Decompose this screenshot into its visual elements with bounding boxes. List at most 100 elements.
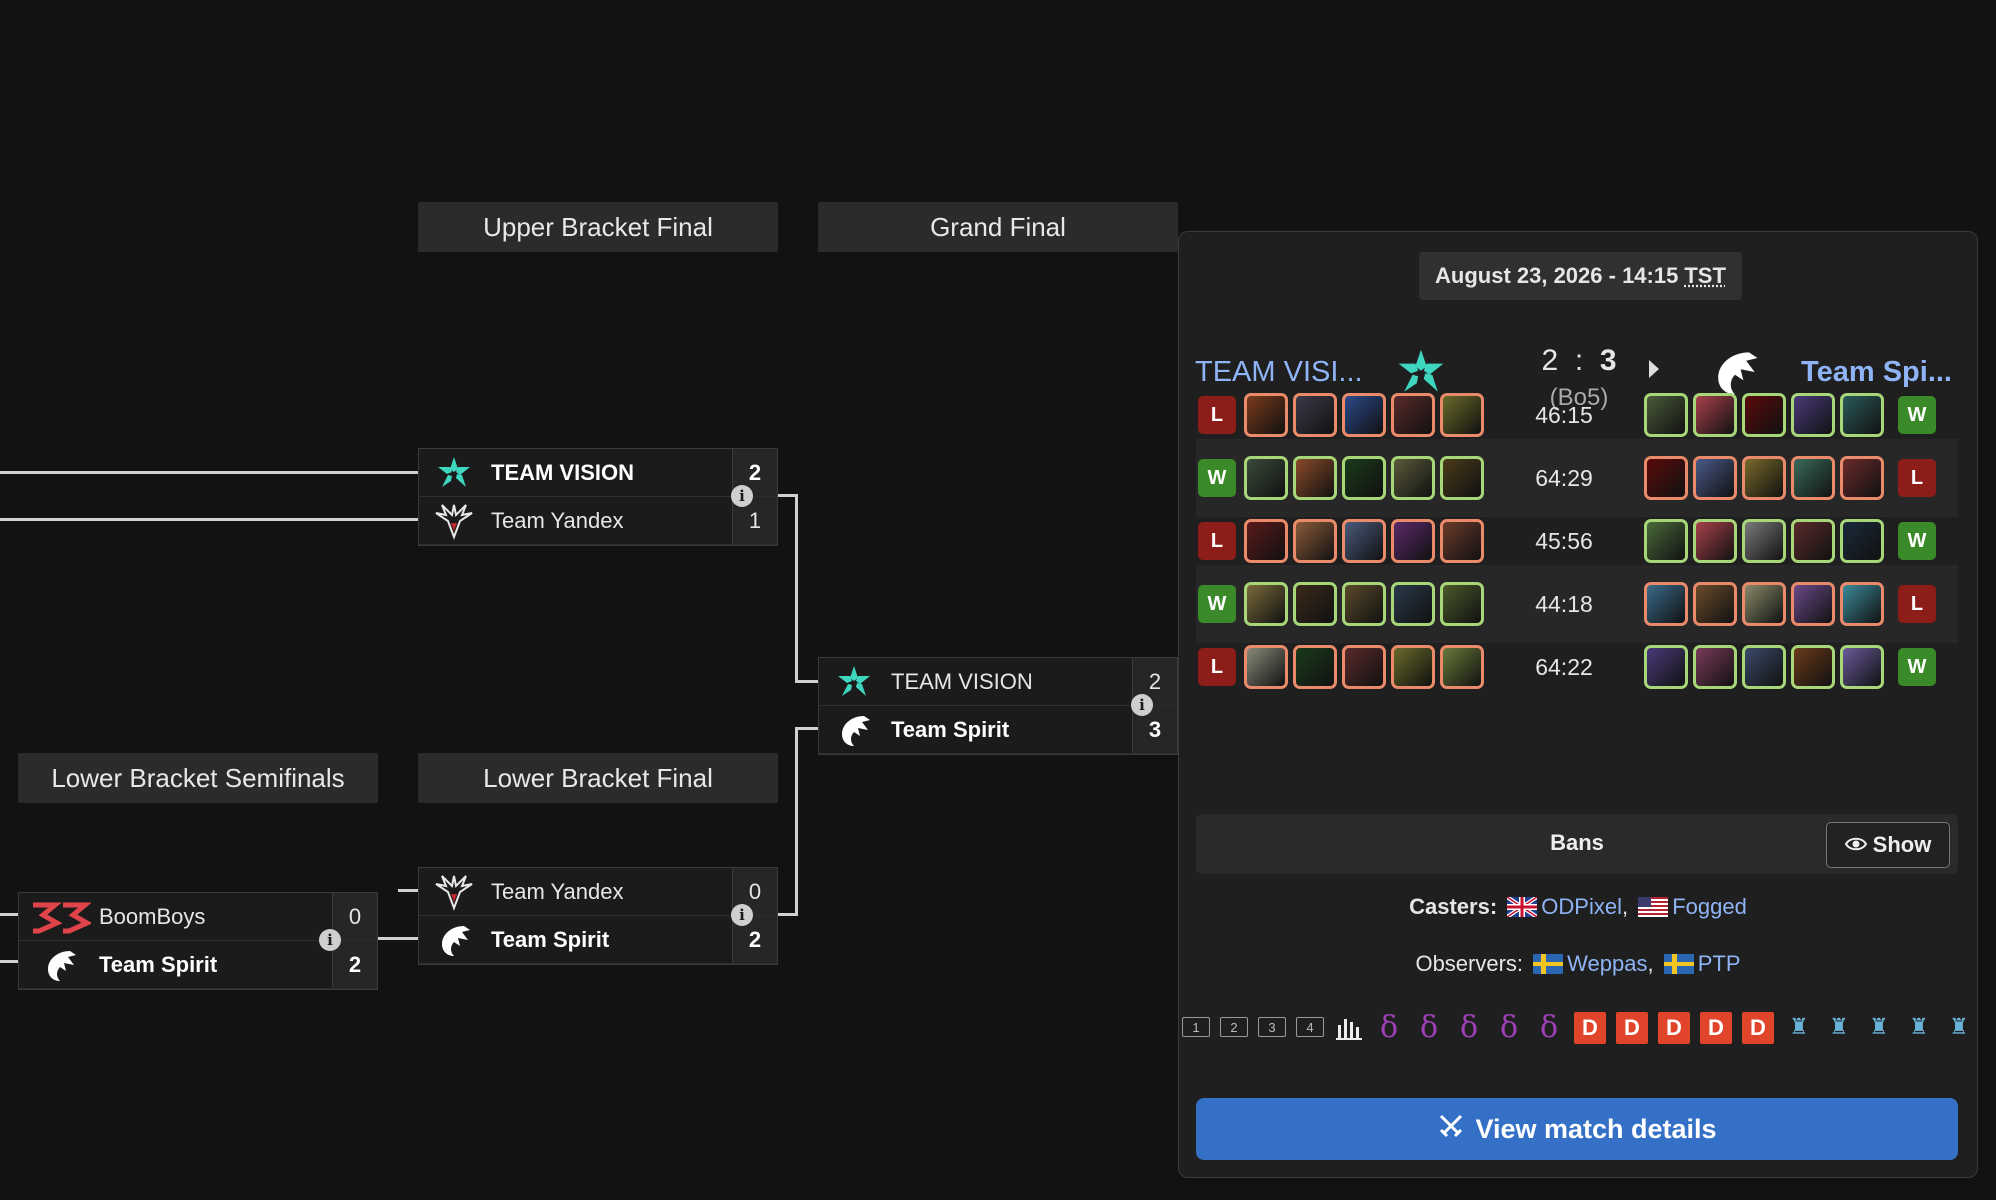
hero-portrait-icon[interactable]	[1644, 645, 1688, 689]
hero-portrait-icon[interactable]	[1644, 456, 1688, 500]
match-row-team1[interactable]: TEAM VISION 2	[819, 658, 1177, 706]
hero-portrait-icon[interactable]	[1742, 645, 1786, 689]
vod-game-3-icon[interactable]: 3	[1258, 1017, 1286, 1037]
hero-portrait-icon[interactable]	[1693, 393, 1737, 437]
hero-portrait-icon[interactable]	[1693, 519, 1737, 563]
datdota-icon[interactable]: D	[1616, 1012, 1648, 1044]
hero-portrait-icon[interactable]	[1693, 582, 1737, 626]
hero-portrait-icon[interactable]	[1244, 456, 1288, 500]
hero-portrait-icon[interactable]	[1244, 582, 1288, 626]
dota-buff-icon[interactable]: δ	[1459, 1009, 1479, 1045]
hero-portrait-icon[interactable]	[1791, 393, 1835, 437]
view-match-details-button[interactable]: View match details	[1196, 1098, 1958, 1160]
stratz-icon[interactable]: ♜	[1869, 1014, 1889, 1039]
hero-portrait-icon[interactable]	[1791, 645, 1835, 689]
match-row-team2[interactable]: Team Yandex 1	[419, 497, 777, 545]
dota-buff-icon[interactable]: δ	[1379, 1009, 1399, 1045]
match-upper-bracket-final[interactable]: TEAM VISION 2 Team Yandex 1 i	[418, 448, 778, 546]
hero-portrait-icon[interactable]	[1293, 645, 1337, 689]
left-team-name[interactable]: TEAM VISI...	[1195, 356, 1363, 388]
stratz-icon[interactable]: ♜	[1949, 1014, 1969, 1039]
stats-chart-icon[interactable]	[1334, 1012, 1364, 1042]
hero-portrait-icon[interactable]	[1342, 519, 1386, 563]
hero-portrait-icon[interactable]	[1391, 393, 1435, 437]
datdota-icon[interactable]: D	[1574, 1012, 1606, 1044]
hero-portrait-icon[interactable]	[1791, 456, 1835, 500]
hero-portrait-icon[interactable]	[1440, 582, 1484, 626]
caster-link[interactable]: Fogged	[1672, 894, 1747, 919]
hero-portrait-icon[interactable]	[1644, 519, 1688, 563]
match-row-team2[interactable]: Team Spirit 3	[819, 706, 1177, 754]
hero-portrait-icon[interactable]	[1440, 645, 1484, 689]
hero-portrait-icon[interactable]	[1742, 393, 1786, 437]
hero-portrait-icon[interactable]	[1293, 582, 1337, 626]
show-bans-button[interactable]: Show	[1826, 822, 1950, 868]
hero-portrait-icon[interactable]	[1342, 582, 1386, 626]
match-grand-final[interactable]: TEAM VISION 2 Team Spirit 3 i	[818, 657, 1178, 755]
crossed-swords-icon	[1437, 1112, 1465, 1147]
datdota-icon[interactable]: D	[1700, 1012, 1732, 1044]
datdota-icon[interactable]: D	[1742, 1012, 1774, 1044]
dota-buff-icon[interactable]: δ	[1419, 1009, 1439, 1045]
hero-portrait-icon[interactable]	[1791, 519, 1835, 563]
hero-portrait-icon[interactable]	[1644, 582, 1688, 626]
game-duration: 64:22	[1535, 653, 1593, 680]
match-lower-bracket-final[interactable]: Team Yandex 0 Team Spirit 2 i	[418, 867, 778, 965]
hero-portrait-icon[interactable]	[1342, 456, 1386, 500]
hero-portrait-icon[interactable]	[1840, 519, 1884, 563]
observer-link[interactable]: Weppas	[1567, 951, 1648, 976]
observer-link[interactable]: PTP	[1697, 951, 1741, 976]
hero-portrait-icon[interactable]	[1840, 645, 1884, 689]
right-result-badge: L	[1898, 585, 1936, 623]
hero-portrait-icon[interactable]	[1342, 393, 1386, 437]
stratz-icon[interactable]: ♜	[1909, 1014, 1929, 1039]
match-row-team1[interactable]: TEAM VISION 2	[419, 449, 777, 497]
hero-portrait-icon[interactable]	[1440, 393, 1484, 437]
caster-link[interactable]: ODPixel	[1541, 894, 1622, 919]
hero-portrait-icon[interactable]	[1840, 393, 1884, 437]
hero-portrait-icon[interactable]	[1342, 645, 1386, 689]
match-row-team1[interactable]: Team Yandex 0	[419, 868, 777, 916]
hero-portrait-icon[interactable]	[1791, 582, 1835, 626]
match-info-icon[interactable]: i	[319, 929, 341, 951]
hero-portrait-icon[interactable]	[1244, 645, 1288, 689]
hero-portrait-icon[interactable]	[1391, 519, 1435, 563]
caret-right-icon[interactable]	[1649, 360, 1659, 378]
hero-portrait-icon[interactable]	[1693, 645, 1737, 689]
match-info-icon[interactable]: i	[1131, 694, 1153, 716]
vod-game-2-icon[interactable]: 2	[1220, 1017, 1248, 1037]
hero-portrait-icon[interactable]	[1693, 456, 1737, 500]
datdota-icon[interactable]: D	[1658, 1012, 1690, 1044]
hero-portrait-icon[interactable]	[1840, 456, 1884, 500]
eye-icon	[1844, 832, 1867, 858]
dota-buff-icon[interactable]: δ	[1539, 1009, 1559, 1045]
stratz-icon[interactable]: ♜	[1789, 1014, 1809, 1039]
hero-portrait-icon[interactable]	[1293, 519, 1337, 563]
hero-portrait-icon[interactable]	[1644, 393, 1688, 437]
hero-portrait-icon[interactable]	[1293, 456, 1337, 500]
timezone-abbr[interactable]: TST	[1684, 263, 1726, 288]
match-info-icon[interactable]: i	[731, 485, 753, 507]
hero-portrait-icon[interactable]	[1742, 456, 1786, 500]
hero-portrait-icon[interactable]	[1244, 393, 1288, 437]
vod-game-1-icon[interactable]: 1	[1182, 1017, 1210, 1037]
hero-portrait-icon[interactable]	[1440, 519, 1484, 563]
hero-portrait-icon[interactable]	[1391, 582, 1435, 626]
hero-portrait-icon[interactable]	[1742, 582, 1786, 626]
stratz-icon[interactable]: ♜	[1829, 1014, 1849, 1039]
dota-buff-icon[interactable]: δ	[1499, 1009, 1519, 1045]
hero-portrait-icon[interactable]	[1840, 582, 1884, 626]
match-row-team2[interactable]: Team Spirit 2	[419, 916, 777, 964]
match-row-team1[interactable]: BoomBoys 0	[19, 893, 377, 941]
hero-portrait-icon[interactable]	[1440, 456, 1484, 500]
hero-portrait-icon[interactable]	[1244, 519, 1288, 563]
vod-game-4-icon[interactable]: 4	[1296, 1017, 1324, 1037]
match-info-icon[interactable]: i	[731, 904, 753, 926]
right-team-name[interactable]: Team Spi...	[1801, 356, 1952, 388]
hero-portrait-icon[interactable]	[1391, 456, 1435, 500]
match-lower-bracket-semifinal[interactable]: BoomBoys 0 Team Spirit 2 i	[18, 892, 378, 990]
hero-portrait-icon[interactable]	[1391, 645, 1435, 689]
match-row-team2[interactable]: Team Spirit 2	[19, 941, 377, 989]
hero-portrait-icon[interactable]	[1293, 393, 1337, 437]
hero-portrait-icon[interactable]	[1742, 519, 1786, 563]
